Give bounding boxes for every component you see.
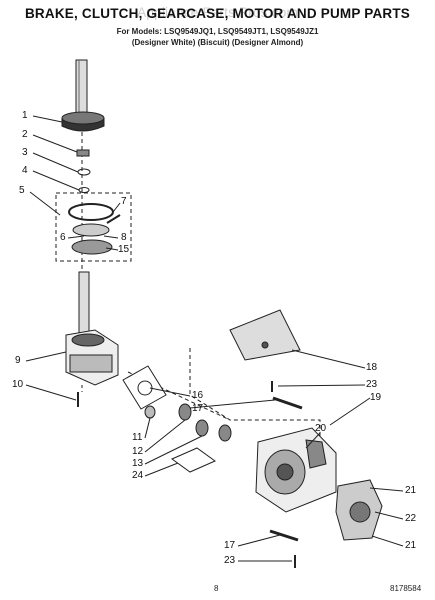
diagram-title: BRAKE, CLUTCH, GEARCASE, MOTOR AND PUMP … [24, 6, 411, 21]
callout-7: 7 [121, 196, 127, 207]
callout-23: 23 [366, 379, 378, 390]
page-number: 8 [214, 584, 219, 593]
callout-13: 13 [132, 458, 144, 469]
callout-23-lower: 23 [224, 555, 236, 566]
callout-17: 17 [192, 403, 204, 414]
part-2-shape [76, 149, 90, 157]
callout-8: 8 [121, 232, 127, 243]
part-4-shape [78, 187, 90, 193]
document-number: 8178584 [390, 584, 422, 593]
brake-assembly-box [55, 192, 132, 262]
colors-line: (Designer White) (Biscuit) (Designer Alm… [131, 38, 304, 47]
callout-6: 6 [60, 232, 66, 243]
watermark: Appliance Parts Pros.com [136, 4, 299, 20]
part-18-shape [229, 309, 301, 361]
mount-plate-shape [122, 365, 167, 410]
callout-11: 11 [132, 432, 143, 443]
part-11-shape [144, 405, 156, 419]
callout-19: 19 [370, 392, 382, 403]
callout-12: 12 [132, 446, 144, 457]
part-17-lower-shape [269, 529, 299, 542]
callout-4: 4 [22, 165, 28, 176]
callout-15: 15 [118, 244, 130, 255]
models-line: For Models: LSQ9549JQ1, LSQ9549JT1, LSQ9… [116, 27, 319, 36]
shaft-top [75, 59, 88, 116]
part-3-shape [77, 168, 91, 176]
callout-24: 24 [132, 470, 144, 481]
callout-3: 3 [22, 147, 28, 158]
callout-21-lower: 21 [405, 540, 417, 551]
callout-1: 1 [22, 110, 28, 121]
callout-18: 18 [366, 362, 378, 373]
part-17-shape [272, 396, 303, 410]
callout-17-lower: 17 [224, 540, 236, 551]
callout-2: 2 [22, 129, 28, 140]
part-24-shape [170, 447, 217, 473]
callout-5: 5 [19, 185, 25, 196]
shaft-lower [78, 271, 90, 335]
part-12-shape [178, 403, 192, 421]
part-5-shape [68, 203, 114, 221]
callout-22: 22 [405, 513, 417, 524]
callout-10: 10 [12, 379, 24, 390]
callout-9: 9 [15, 355, 21, 366]
callout-21-upper: 21 [405, 485, 417, 496]
part-13-shape [195, 419, 209, 437]
callout-16: 16 [192, 390, 204, 401]
callout-20: 20 [315, 423, 327, 434]
